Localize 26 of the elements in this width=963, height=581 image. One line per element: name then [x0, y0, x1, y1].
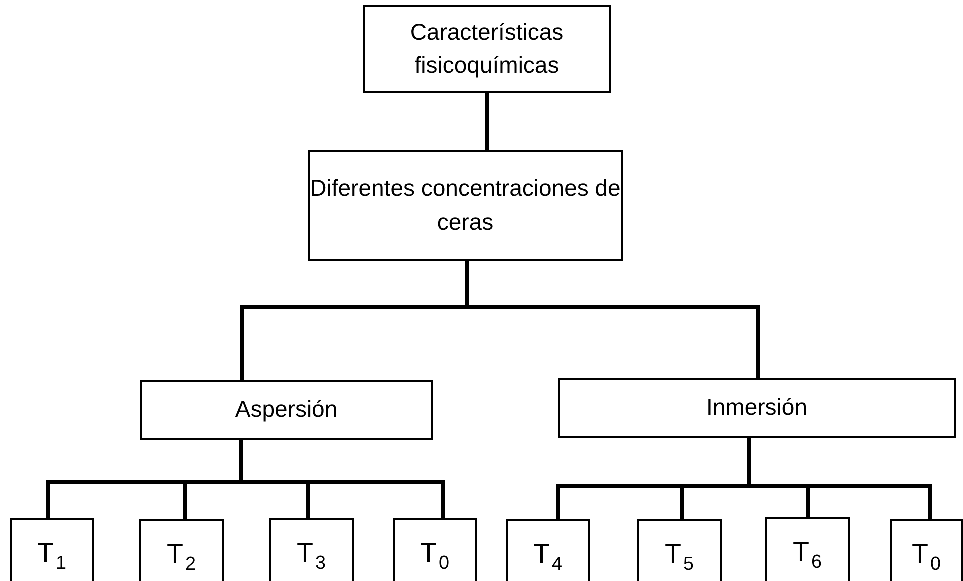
node-label: T$_{0}$: [912, 538, 941, 577]
node-label: T$_{0}$: [420, 537, 450, 576]
node-label: T$_{3}$: [296, 537, 326, 576]
treatment-box: [139, 519, 224, 581]
node-label: Características fisicoquímicas: [409, 18, 565, 80]
node-label: T$_{4}$: [533, 538, 562, 577]
treatment-box: [765, 517, 850, 581]
process-box: [308, 150, 623, 261]
process-box: [558, 378, 956, 438]
node-label: T$_{5}$: [664, 538, 694, 577]
connector-line: [485, 93, 489, 150]
process-box: [140, 380, 433, 440]
node-label: T$_{6}$: [792, 536, 822, 575]
node-label: Aspersión: [235, 395, 338, 424]
treatment-box: [393, 518, 477, 581]
node-label: Diferentes concentraciones de ceras: [310, 174, 621, 236]
node-label: T$_{1}$: [37, 537, 66, 576]
treatment-box: [890, 519, 963, 581]
treatment-box: [506, 519, 590, 581]
treatment-box: [10, 518, 94, 581]
connector-line: [239, 440, 445, 518]
treatment-box: [637, 519, 722, 581]
process-box: [363, 5, 611, 93]
treatment-box: [269, 518, 354, 581]
node-label: T$_{2}$: [166, 538, 196, 577]
node-label: Inmersión: [706, 393, 808, 422]
